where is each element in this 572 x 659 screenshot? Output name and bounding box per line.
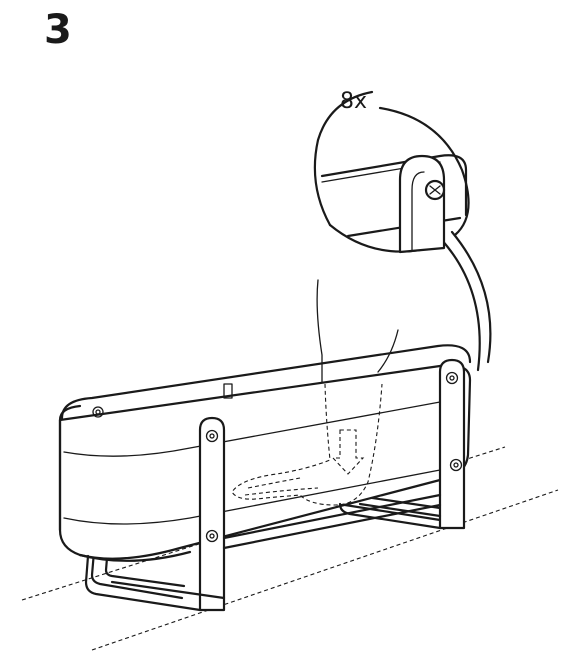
front-frame-rail <box>222 493 442 550</box>
hand-icon <box>231 279 399 506</box>
arrow-down-icon <box>331 429 365 475</box>
planter-tray <box>58 344 472 562</box>
front-left-frame-leg <box>84 416 226 612</box>
back-frame <box>90 493 442 600</box>
callout-quantity: 8x <box>340 89 367 114</box>
rim-bolts <box>92 383 233 418</box>
front-right-frame-leg <box>338 358 466 530</box>
screw-icon <box>424 179 446 201</box>
detail-callout <box>313 90 492 372</box>
step-number: 3 <box>44 7 72 53</box>
